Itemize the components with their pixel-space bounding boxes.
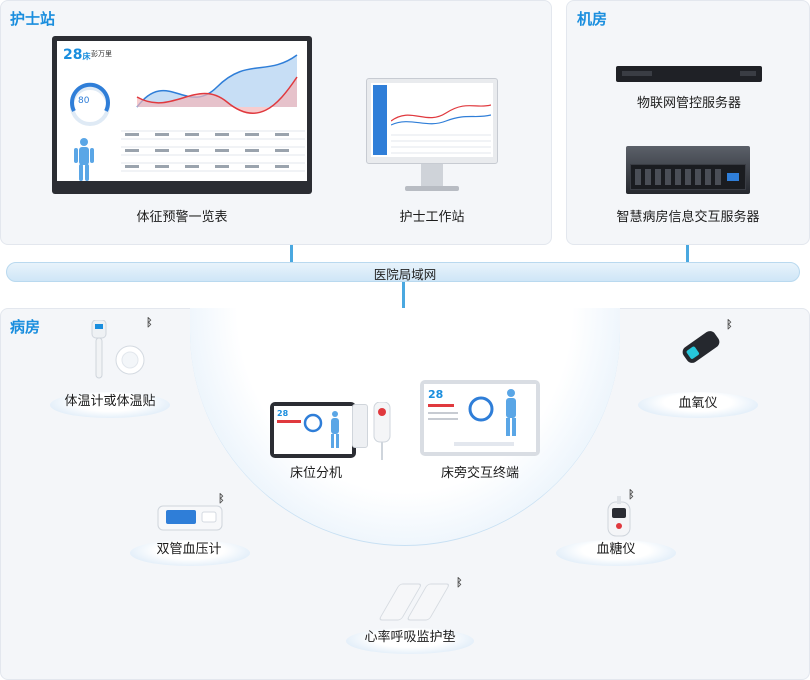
thermometer-label: 体温计或体温贴 bbox=[64, 394, 156, 409]
body-figure-icon bbox=[74, 138, 94, 181]
thermometer-icon bbox=[91, 320, 145, 379]
hospital-lan-bar bbox=[6, 262, 800, 282]
workstation-monitor bbox=[366, 78, 498, 164]
bp-monitor-label: 双管血压计 bbox=[156, 542, 222, 557]
breath-pad-pedestal bbox=[346, 628, 474, 654]
workstation-base bbox=[405, 186, 459, 191]
ward-lan-connector bbox=[402, 282, 405, 308]
patient-name: 彭万里 bbox=[91, 50, 112, 58]
bed-unit-char: 床 bbox=[82, 52, 91, 61]
breath-pad-label: 心率呼吸监护垫 bbox=[364, 630, 456, 645]
bedside-terminal-device: 28 bbox=[420, 380, 540, 456]
iot-server-label: 物联网管控服务器 bbox=[636, 96, 741, 111]
bp-value: 80 bbox=[78, 96, 90, 106]
bp-gauge-icon bbox=[70, 82, 110, 126]
glucose-meter-icon bbox=[607, 496, 631, 537]
machine-lan-connector bbox=[686, 245, 689, 263]
bp-pedestal bbox=[130, 540, 250, 566]
bluetooth-icon: ᛒ bbox=[456, 576, 463, 589]
bed-unit-tablet: 28 bbox=[270, 402, 356, 458]
nurse-lan-connector bbox=[290, 245, 293, 263]
bed-unit-label: 床位分机 bbox=[289, 466, 342, 481]
bp-monitor-icon bbox=[157, 505, 223, 531]
oximeter-pedestal bbox=[638, 392, 758, 418]
breath-pad-icon bbox=[379, 583, 449, 621]
vitals-board-monitor: 28床 彭万里 80 bbox=[52, 36, 312, 194]
hospital-lan-label: 医院局域网 bbox=[373, 267, 437, 282]
bed-number: 28 bbox=[63, 47, 83, 63]
workstation-stand bbox=[421, 164, 443, 186]
nurse-station-title: 护士站 bbox=[10, 10, 56, 28]
iot-server-icon bbox=[616, 66, 762, 82]
bluetooth-icon: ᛒ bbox=[146, 316, 153, 329]
vitals-board-screen: 28床 彭万里 80 bbox=[57, 41, 307, 181]
oximeter-label: 血氧仪 bbox=[678, 396, 718, 411]
workstation-screen bbox=[371, 83, 493, 157]
bluetooth-icon: ᛒ bbox=[218, 492, 225, 505]
oximeter-icon bbox=[682, 331, 720, 363]
ward-server-label: 智慧病房信息交互服务器 bbox=[616, 210, 760, 225]
ward-server-icon bbox=[626, 146, 750, 194]
call-button-icon bbox=[373, 402, 391, 460]
machine-room-panel bbox=[566, 0, 810, 245]
bluetooth-icon: ᛒ bbox=[628, 488, 635, 501]
workstation-chart-icon bbox=[391, 104, 491, 126]
vitals-table bbox=[121, 130, 305, 172]
bed-unit-holder bbox=[352, 404, 368, 448]
workstation-label: 护士工作站 bbox=[399, 210, 465, 225]
machine-room-title: 机房 bbox=[577, 10, 608, 28]
vitals-board-label: 体征预警一览表 bbox=[136, 210, 228, 225]
glucose-pedestal bbox=[556, 540, 676, 566]
glucose-meter-label: 血糖仪 bbox=[596, 542, 636, 557]
bedside-terminal-label: 床旁交互终端 bbox=[440, 466, 519, 481]
thermometer-pedestal bbox=[50, 392, 170, 418]
bluetooth-icon: ᛒ bbox=[726, 318, 733, 331]
ward-title: 病房 bbox=[10, 318, 41, 336]
wave-chart-icon bbox=[136, 54, 298, 114]
